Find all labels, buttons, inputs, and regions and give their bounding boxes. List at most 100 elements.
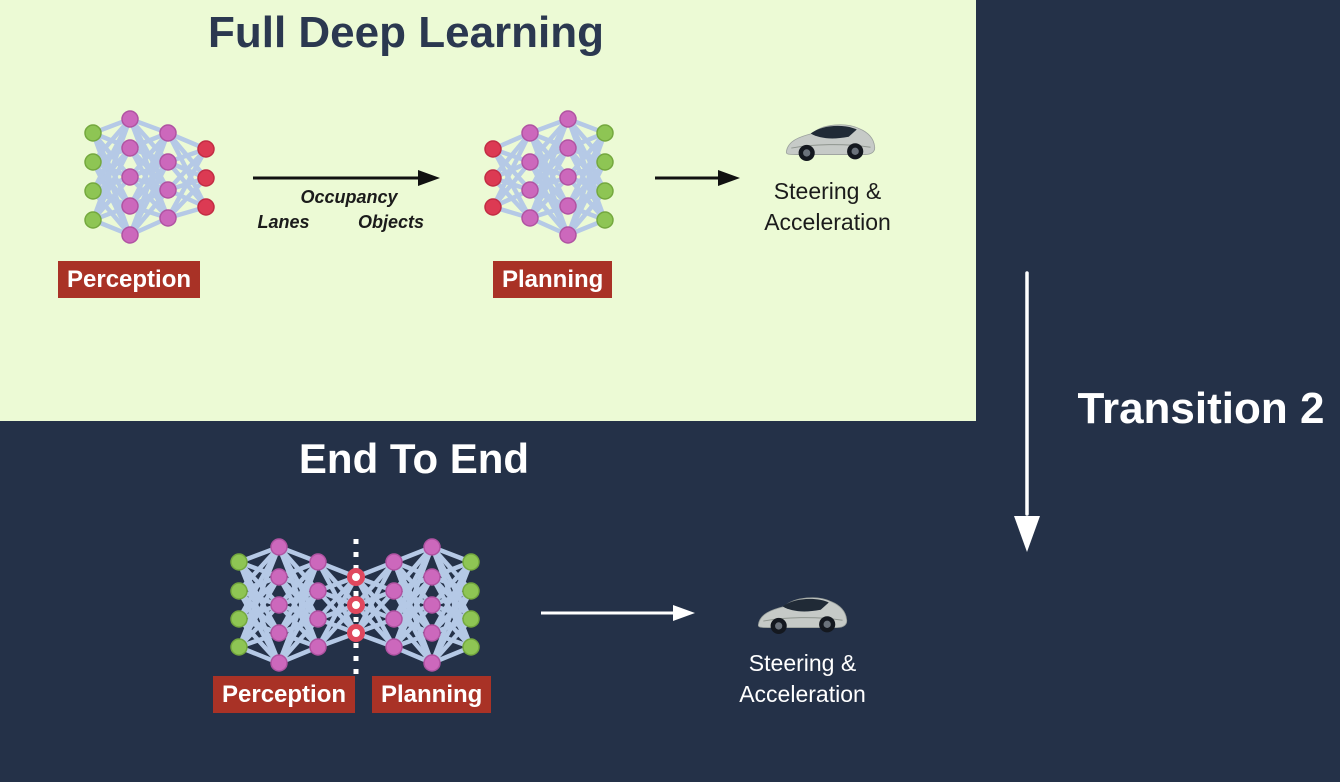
nn-edge: [429, 588, 474, 666]
nn-node-pink: [159, 124, 177, 142]
nn-edge: [276, 616, 321, 666]
nn-edge: [165, 146, 209, 221]
nn-node-red: [484, 198, 502, 216]
nn-edge: [90, 174, 133, 223]
nn-edge: [527, 174, 571, 221]
nn-node-green: [462, 553, 480, 571]
steering-acceleration-text: Steering & Acceleration: [720, 176, 935, 238]
nn-node-pink: [559, 168, 577, 186]
car-icon: [785, 124, 876, 162]
nn-edge: [127, 187, 171, 238]
end-to-end-title: End To End: [298, 435, 530, 482]
car-icon-bottom: [757, 597, 848, 635]
nn-node-green: [84, 182, 102, 200]
planning-to-output-arrow: [655, 170, 740, 186]
nn-node-pink: [559, 197, 577, 215]
nn-edge: [165, 175, 209, 221]
nn-node-pink: [159, 209, 177, 227]
output-line1: Steering &: [773, 178, 882, 204]
nn-node-green: [596, 153, 614, 171]
planning-badge: Planning: [493, 261, 613, 298]
nn-edge: [236, 544, 282, 594]
nn-node-pink: [423, 538, 441, 556]
bottleneck-node: [347, 568, 365, 586]
output-line2: Acceleration: [764, 209, 891, 235]
nn-node-pink: [559, 226, 577, 244]
occupancy-label: Occupancy: [300, 187, 398, 207]
nn-node-pink: [309, 582, 327, 600]
nn-node-green: [230, 638, 248, 656]
nn-node-pink: [309, 553, 327, 571]
nn-node-green: [230, 582, 248, 600]
network-to-output-arrow: [541, 605, 695, 621]
nn-node-green: [462, 582, 480, 600]
nn-node-green: [596, 124, 614, 142]
nn-node-pink: [423, 624, 441, 642]
nn-edge: [353, 559, 397, 636]
nn-edge: [527, 145, 571, 221]
nn-node-pink: [121, 139, 139, 157]
nn-edge: [490, 159, 533, 210]
nn-edge: [276, 559, 321, 666]
nn-node-pink: [521, 153, 539, 171]
nn-edge: [490, 130, 533, 210]
nn-node-pink: [121, 226, 139, 244]
objects-label: Objects: [357, 212, 425, 232]
nn-node-pink: [521, 124, 539, 142]
nn-node-pink: [559, 139, 577, 157]
nn-edge: [236, 602, 282, 650]
nn-edge: [315, 574, 359, 650]
nn-node-green: [462, 610, 480, 628]
nn-node-red: [197, 198, 215, 216]
lanes-label: Lanes: [257, 212, 310, 232]
end-to-end-network: [230, 538, 480, 675]
transition-arrow: [1014, 271, 1040, 552]
output-line2: Acceleration: [739, 681, 866, 707]
nn-node-pink: [521, 181, 539, 199]
nn-edge: [565, 159, 608, 238]
nn-edge: [315, 602, 359, 650]
nn-node-green: [230, 610, 248, 628]
nn-node-green: [596, 211, 614, 229]
nn-node-pink: [159, 153, 177, 171]
planning-network: [484, 110, 614, 244]
nn-node-pink: [309, 610, 327, 628]
nn-node-pink: [270, 568, 288, 586]
nn-node-green: [462, 638, 480, 656]
nn-node-pink: [159, 181, 177, 199]
nn-node-pink: [121, 197, 139, 215]
nn-node-red: [197, 169, 215, 187]
nn-node-pink: [559, 110, 577, 128]
perception-badge: Perception: [58, 261, 201, 298]
nn-node-green: [596, 182, 614, 200]
nn-edge: [391, 574, 435, 650]
nn-node-red: [484, 169, 502, 187]
nn-node-pink: [121, 110, 139, 128]
nn-node-green: [230, 553, 248, 571]
nn-node-red: [484, 140, 502, 158]
nn-node-pink: [385, 610, 403, 628]
nn-edge: [165, 146, 209, 193]
output-line1: Steering &: [748, 650, 857, 676]
nn-edge: [276, 588, 321, 666]
nn-edge: [391, 544, 435, 650]
nn-node-red: [197, 140, 215, 158]
perception-network: [84, 110, 215, 244]
nn-node-pink: [423, 568, 441, 586]
nn-edge: [236, 574, 282, 650]
nn-edge: [527, 116, 571, 221]
nn-node-pink: [385, 582, 403, 600]
nn-node-pink: [309, 638, 327, 656]
nn-node-green: [84, 153, 102, 171]
nn-node-green: [84, 211, 102, 229]
nn-edge: [90, 145, 133, 223]
full-deep-learning-title: Full Deep Learning: [207, 8, 605, 57]
steering-acceleration-text-bottom: Steering & Acceleration: [695, 648, 910, 710]
perception-badge-bottom: Perception: [213, 676, 356, 713]
nn-edge: [127, 159, 171, 238]
nn-node-pink: [521, 209, 539, 227]
nn-edge: [429, 616, 474, 666]
bottleneck-node: [347, 624, 365, 642]
nn-edge: [353, 588, 397, 636]
